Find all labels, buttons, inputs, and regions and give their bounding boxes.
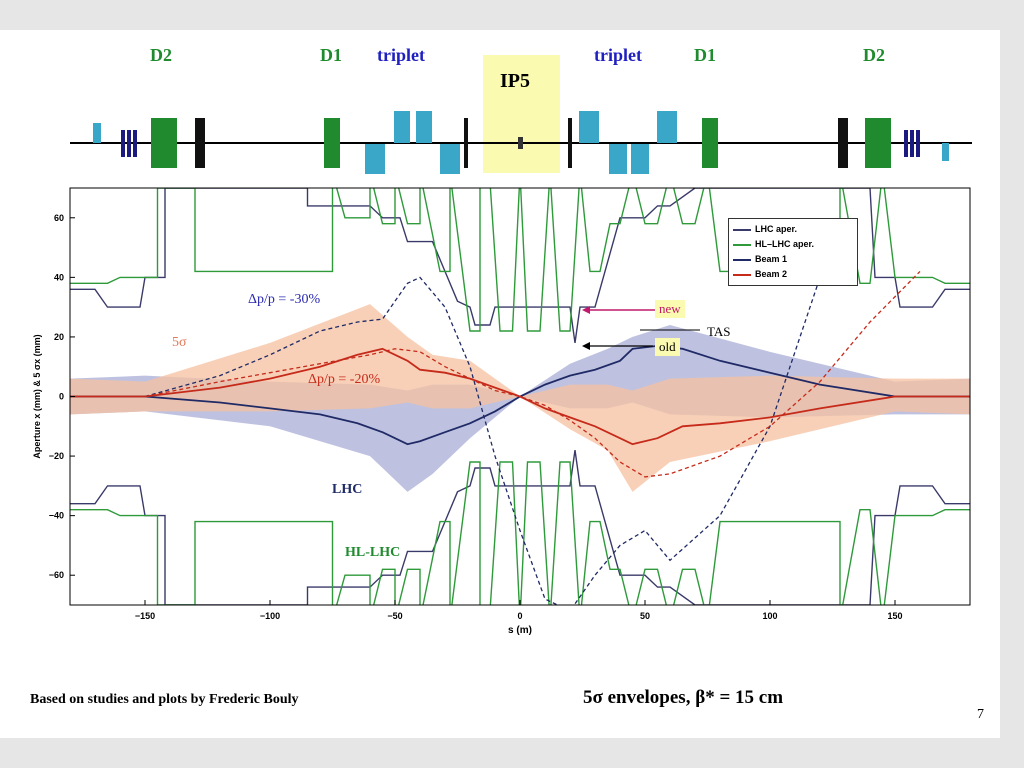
ip5-label: IP5 bbox=[500, 70, 530, 92]
magnet-element bbox=[394, 111, 410, 143]
magnet-element bbox=[151, 118, 177, 168]
triplet-right-label: triplet bbox=[594, 45, 642, 65]
legend-swatch bbox=[733, 243, 751, 246]
x-tick-label: −150 bbox=[135, 611, 155, 621]
triplet-left-label: triplet bbox=[377, 45, 425, 65]
legend-item-beam2: Beam 2 bbox=[733, 267, 787, 281]
magnet-element bbox=[838, 118, 848, 168]
series-line-3 bbox=[144, 276, 821, 605]
magnet-element bbox=[702, 118, 718, 168]
hl-lhc-label: HL-LHC bbox=[345, 545, 401, 560]
legend-item-hl-aper: HL–LHC aper. bbox=[733, 237, 814, 251]
legend-swatch bbox=[733, 228, 751, 231]
lhc-aperture-bottom bbox=[70, 450, 970, 605]
magnet-element bbox=[416, 111, 432, 143]
y-tick-label: −40 bbox=[49, 511, 64, 521]
y-tick-label: 20 bbox=[54, 332, 64, 342]
legend-label: Beam 2 bbox=[755, 269, 788, 279]
y-tick-label: 0 bbox=[59, 392, 64, 402]
envelope-2 bbox=[70, 304, 970, 492]
legend-label: LHC aper. bbox=[755, 224, 798, 234]
magnet-element bbox=[942, 143, 949, 161]
five-sigma-label: 5σ bbox=[172, 335, 187, 350]
old-arrowhead bbox=[582, 342, 590, 350]
magnet-element bbox=[127, 130, 131, 157]
legend-label: HL–LHC aper. bbox=[755, 239, 815, 249]
caption-text: 5σ envelopes, β* = 15 cm bbox=[583, 687, 784, 708]
magnet-element bbox=[631, 144, 649, 174]
magnet-element bbox=[93, 123, 101, 143]
y-tick-label: 40 bbox=[54, 272, 64, 282]
dp30-label: Δp/p = -30% bbox=[248, 292, 321, 307]
dp20-label: Δp/p = -20% bbox=[308, 372, 381, 387]
legend-swatch bbox=[733, 273, 751, 276]
d1-right-label: D1 bbox=[694, 45, 716, 65]
magnet-element bbox=[518, 137, 523, 149]
lhc-aperture-top bbox=[70, 188, 970, 343]
magnet-element bbox=[904, 130, 908, 157]
magnet-element bbox=[865, 118, 891, 168]
y-axis-title: Aperture x (mm) & 5 σx (mm) bbox=[32, 334, 42, 458]
y-tick-label: −60 bbox=[49, 570, 64, 580]
y-tick-label: −20 bbox=[49, 451, 64, 461]
magnet-element bbox=[133, 130, 137, 157]
magnet-element bbox=[609, 144, 627, 174]
old-tag: old bbox=[655, 338, 680, 356]
magnet-element bbox=[324, 118, 340, 168]
hl-aperture-bottom bbox=[70, 461, 970, 605]
x-axis-title: s (m) bbox=[508, 625, 532, 636]
x-tick-label: 150 bbox=[887, 611, 902, 621]
series-line-2 bbox=[70, 347, 970, 446]
lhc-label: LHC bbox=[332, 482, 363, 497]
magnet-element bbox=[579, 111, 599, 143]
x-tick-label: −100 bbox=[260, 611, 280, 621]
hl-aperture-top bbox=[70, 188, 970, 332]
plot-area bbox=[70, 188, 970, 605]
magnet-element bbox=[121, 130, 125, 157]
magnet-lattice bbox=[70, 111, 972, 174]
magnet-element bbox=[440, 144, 460, 174]
legend-swatch bbox=[733, 258, 751, 261]
magnet-element bbox=[365, 144, 385, 174]
tas-label: TAS bbox=[707, 324, 731, 339]
legend-label: Beam 1 bbox=[755, 254, 788, 264]
new-arrowhead bbox=[582, 306, 590, 314]
magnet-element bbox=[910, 130, 914, 157]
x-tick-label: 50 bbox=[640, 611, 650, 621]
page-number: 7 bbox=[977, 707, 984, 722]
magnet-element bbox=[464, 118, 468, 168]
x-tick-label: 0 bbox=[517, 611, 522, 621]
d2-left-label: D2 bbox=[150, 45, 172, 65]
magnet-element bbox=[195, 118, 205, 168]
legend: LHC aper. HL–LHC aper. Beam 1 Beam 2 bbox=[728, 218, 858, 286]
series-line-4 bbox=[144, 270, 921, 478]
new-tag: new bbox=[655, 300, 685, 318]
y-tick-label: 60 bbox=[54, 213, 64, 223]
d1-left-label: D1 bbox=[320, 45, 342, 65]
d2-right-label: D2 bbox=[863, 45, 885, 65]
magnet-element bbox=[568, 118, 572, 168]
legend-item-lhc-aper: LHC aper. bbox=[733, 222, 797, 236]
magnet-element bbox=[657, 111, 677, 143]
slide: IP5 D2 D1 triplet triplet D1 D2 −150 −100… bbox=[0, 30, 1000, 738]
aperture-plot: −150 −100 −50 0 50 100 150 −60 −40 −20 0 20 40 60 s (m… bbox=[32, 187, 971, 636]
x-tick-label: −50 bbox=[387, 611, 402, 621]
x-tick-label: 100 bbox=[762, 611, 777, 621]
magnet-element bbox=[916, 130, 920, 157]
ip5-region bbox=[483, 55, 560, 173]
credit-text: Based on studies and plots by Frederic B… bbox=[30, 692, 299, 707]
legend-item-beam1: Beam 1 bbox=[733, 252, 787, 266]
